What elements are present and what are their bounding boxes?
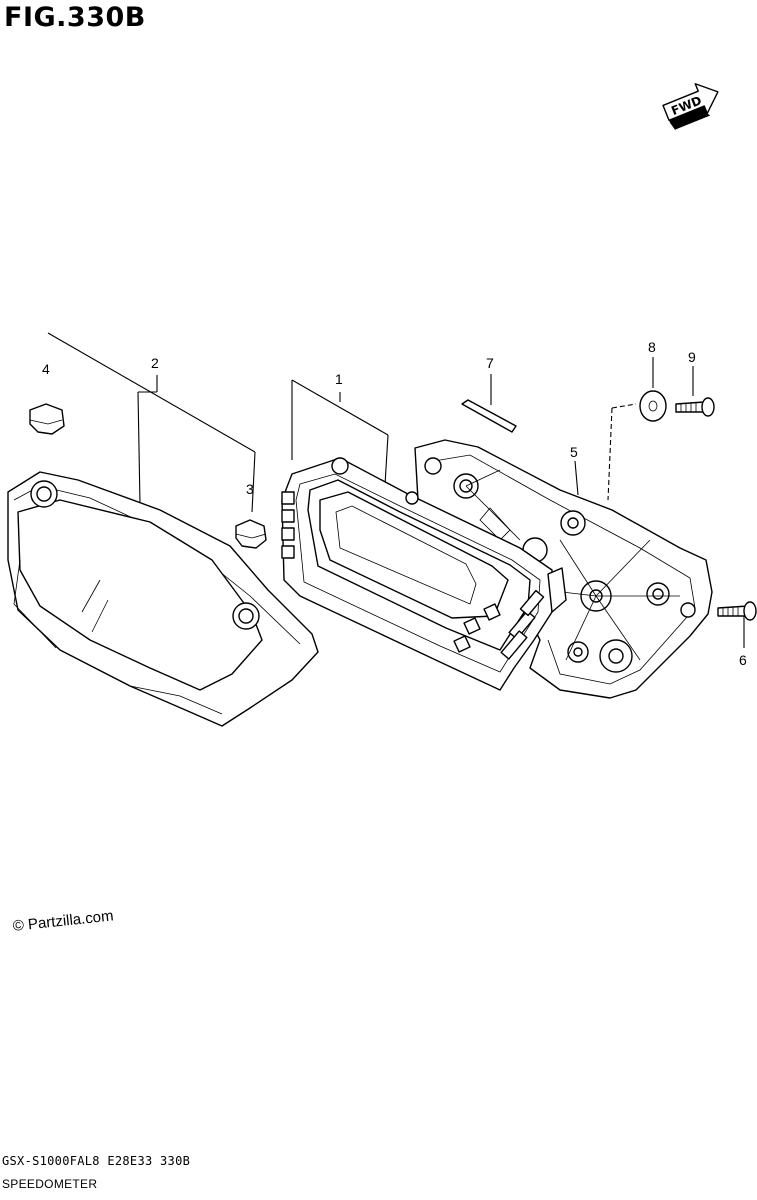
- meter-left-buttons: [281, 491, 295, 559]
- footer-code: GSX-S1000FAL8 E28E33 330B: [2, 1154, 191, 1168]
- fwd-arrow-icon: FWD: [662, 83, 719, 130]
- leader-lines: [47, 332, 745, 648]
- callout-3: 3: [246, 481, 254, 497]
- part-2-lens-cover: [7, 471, 319, 727]
- callout-8: 8: [648, 339, 656, 355]
- part-6-screw: [717, 601, 757, 621]
- part-9-screw: [675, 397, 715, 417]
- part-8-washer: [639, 390, 667, 422]
- callout-7: 7: [486, 355, 494, 371]
- meter-right-buttons: [453, 589, 545, 660]
- callout-1: 1: [335, 371, 343, 387]
- part-1-meter-assembly: [281, 457, 567, 691]
- callout-6: 6: [739, 652, 747, 668]
- part-7-rod: [461, 399, 517, 433]
- callout-9: 9: [688, 349, 696, 365]
- part-3-cap: [235, 519, 267, 549]
- callout-2: 2: [151, 355, 159, 371]
- callout-labels: 1 2 3 4 5 6 7 8 9: [42, 339, 747, 668]
- figure-title: FIG.330B: [4, 2, 146, 33]
- callout-5: 5: [570, 444, 578, 460]
- part-4-cap: [29, 403, 65, 435]
- callout-4: 4: [42, 361, 50, 377]
- footer-name: SPEEDOMETER: [2, 1177, 98, 1191]
